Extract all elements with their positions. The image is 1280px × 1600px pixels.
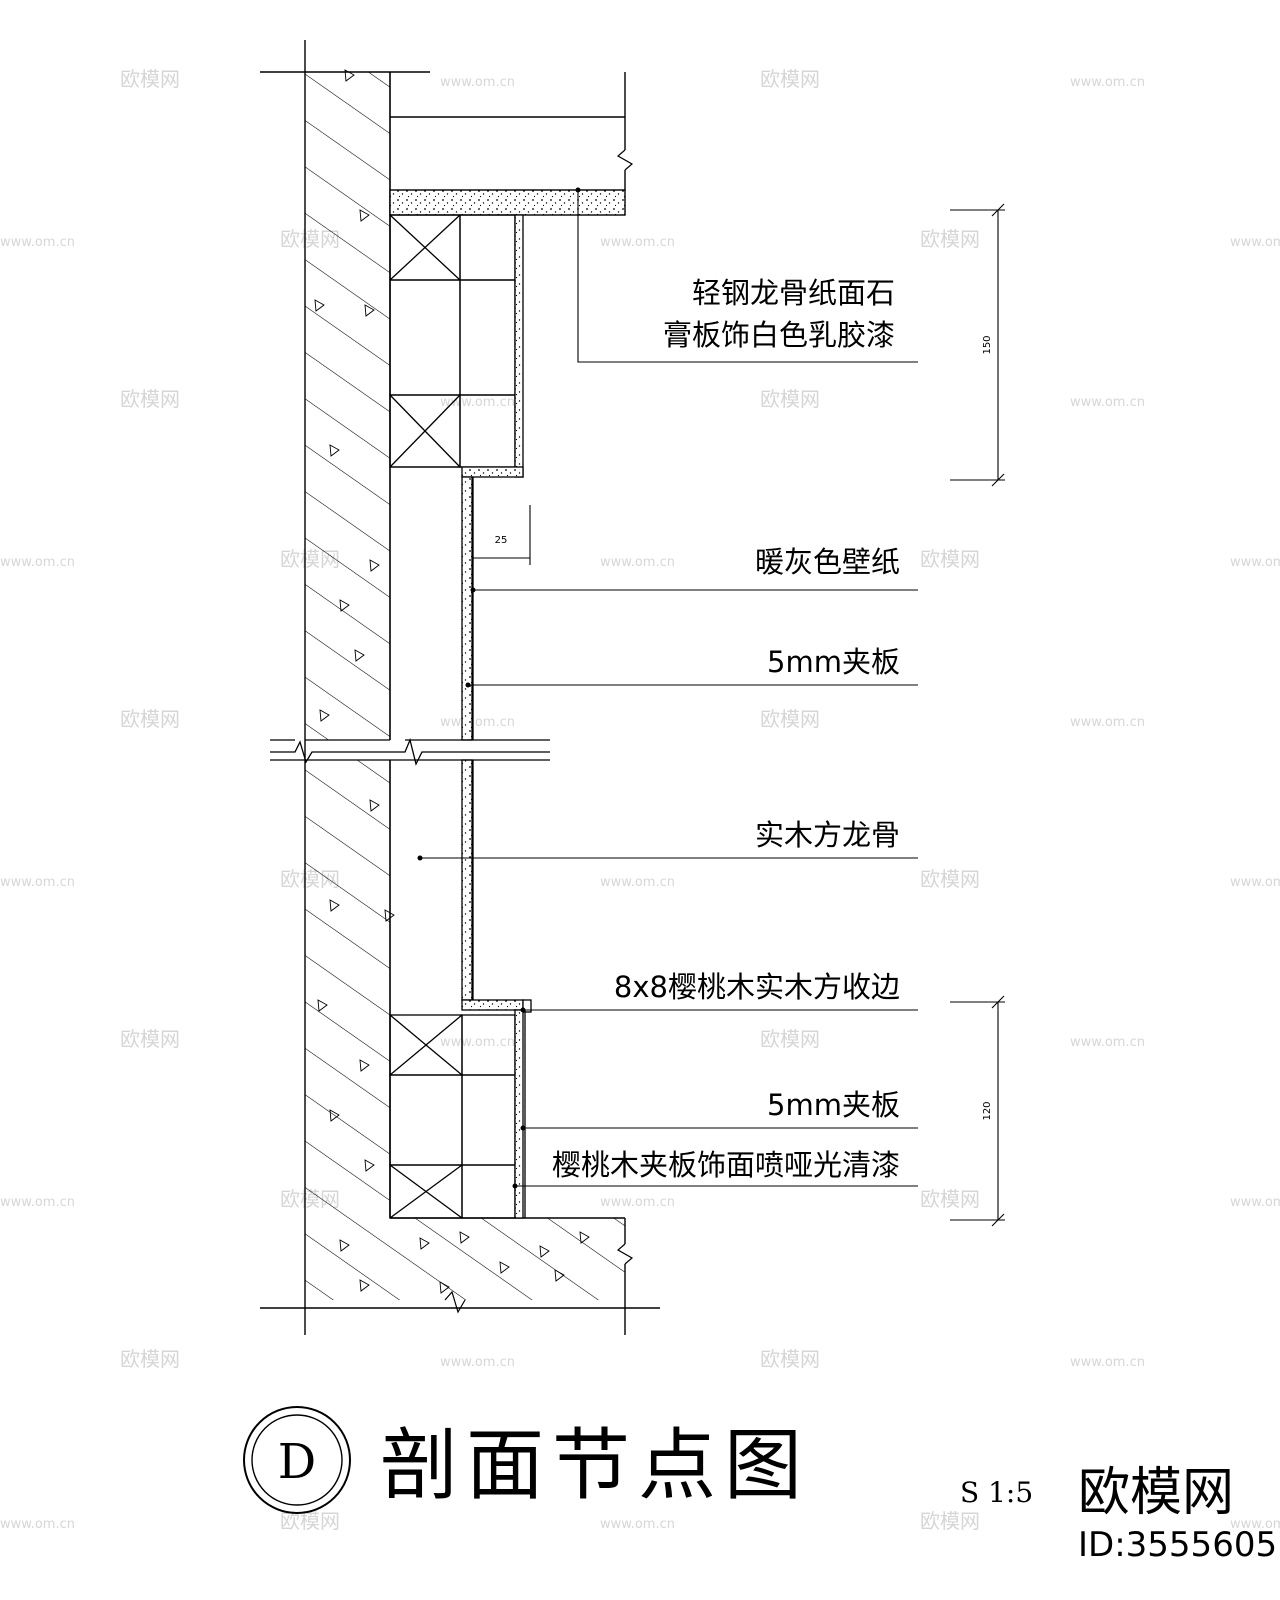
watermark-logo: 欧模网 (760, 67, 820, 91)
watermark-logo: 欧模网 (120, 1027, 180, 1051)
gypsum-ceiling-board (389, 189, 626, 216)
watermark-layer: 欧模网www.om.cn欧模网www.om.cnwww.om.cn欧模网www.… (0, 67, 1280, 1533)
watermark-logo: 欧模网 (120, 67, 180, 91)
aggregate-triangle (539, 1245, 550, 1258)
concrete-aggregate (314, 69, 590, 1294)
aggregate-triangle (319, 709, 330, 722)
ceiling-slab (260, 71, 634, 190)
watermark-url: www.om.cn (440, 1355, 515, 1370)
label-plywood-upper: 5mm夹板 (767, 645, 900, 679)
section-marker: D (243, 1406, 351, 1514)
watermark-url: www.om.cn (0, 555, 75, 570)
watermark-url: www.om.cn (1070, 1355, 1145, 1370)
aggregate-triangle (339, 599, 350, 612)
aggregate-triangle (369, 559, 380, 572)
watermark-url: www.om.cn (1070, 1035, 1145, 1050)
drawing-title: 剖面节点图 (380, 1421, 810, 1511)
watermark-url: www.om.cn (0, 235, 75, 250)
aggregate-triangle (359, 1059, 370, 1072)
watermark-url: www.om.cn (1230, 555, 1280, 570)
watermark-url: www.om.cn (600, 1195, 675, 1210)
watermark-logo: 欧模网 (760, 1347, 820, 1371)
drawing-scale: S 1:5 (960, 1476, 1033, 1509)
dimension-lower (950, 995, 1005, 1227)
watermark-url: www.om.cn (440, 395, 515, 410)
label-ceiling-line2: 膏板饰白色乳胶漆 (663, 318, 895, 352)
section-marker-letter: D (278, 1434, 316, 1490)
watermark-url: www.om.cn (1230, 875, 1280, 890)
aggregate-triangle (359, 209, 370, 222)
brand-id: ID:3555605 (1078, 1525, 1277, 1565)
aggregate-triangle (579, 1231, 590, 1244)
label-wallpaper: 暖灰色壁纸 (755, 545, 900, 579)
aggregate-triangle (354, 649, 365, 662)
watermark-url: www.om.cn (1230, 235, 1280, 250)
watermark-logo: 欧模网 (920, 867, 980, 891)
watermark-url: www.om.cn (600, 555, 675, 570)
aggregate-triangle (554, 1269, 565, 1282)
watermark-url: www.om.cn (1070, 75, 1145, 90)
wall-panel (390, 466, 474, 1001)
watermark-url: www.om.cn (1070, 395, 1145, 410)
dimension-upper-value: 150 (982, 335, 993, 354)
aggregate-triangle (419, 1237, 430, 1250)
watermark-url: www.om.cn (600, 875, 675, 890)
aggregate-triangle (359, 1279, 370, 1292)
watermark-logo: 欧模网 (920, 227, 980, 251)
aggregate-triangle (459, 1231, 470, 1244)
aggregate-triangle (369, 799, 380, 812)
aggregate-triangle (329, 444, 340, 457)
leader-dots (417, 187, 581, 1189)
watermark-logo: 欧模网 (120, 387, 180, 411)
dimension-lower-value: 120 (982, 1101, 993, 1120)
label-ceiling-line1: 轻钢龙骨纸面石 (692, 276, 895, 310)
aggregate-triangle (499, 1261, 510, 1274)
watermark-url: www.om.cn (600, 235, 675, 250)
watermark-url: www.om.cn (0, 1195, 75, 1210)
watermark-url: www.om.cn (1070, 715, 1145, 730)
leader-lines (420, 188, 918, 1187)
label-plywood-lower: 5mm夹板 (767, 1088, 900, 1122)
break-line (270, 737, 550, 766)
aggregate-triangle (364, 304, 375, 317)
aggregate-triangle (439, 1281, 450, 1294)
watermark-logo: 欧模网 (920, 1509, 980, 1533)
aggregate-triangle (329, 1109, 340, 1122)
lower-wood-blocking (389, 999, 532, 1219)
dimension-offset-value: 25 (495, 535, 508, 546)
label-finish: 樱桃木夹板饰面喷哑光清漆 (552, 1148, 900, 1182)
watermark-url: www.om.cn (1230, 1517, 1280, 1532)
watermark-logo: 欧模网 (920, 547, 980, 571)
brand-logo: 欧模网 (1078, 1463, 1234, 1523)
aggregate-triangle (317, 999, 328, 1012)
watermark-url: www.om.cn (1230, 1195, 1280, 1210)
watermark-logo: 欧模网 (760, 1027, 820, 1051)
watermark-url: www.om.cn (440, 1035, 515, 1050)
aggregate-triangle (339, 1239, 350, 1252)
watermark-logo: 欧模网 (760, 387, 820, 411)
watermark-url: www.om.cn (0, 1517, 75, 1532)
watermark-url: www.om.cn (440, 715, 515, 730)
watermark-logo: 欧模网 (760, 707, 820, 731)
aggregate-triangle (364, 1159, 375, 1172)
watermark-url: www.om.cn (440, 75, 515, 90)
watermark-logo: 欧模网 (920, 1187, 980, 1211)
aggregate-triangle (314, 299, 325, 312)
upper-wood-blocking (389, 214, 524, 478)
label-keel: 实木方龙骨 (755, 818, 900, 852)
watermark-url: www.om.cn (600, 1517, 675, 1532)
dimension-upper (950, 203, 1005, 487)
dimension-offset (472, 505, 531, 565)
aggregate-triangle (329, 899, 340, 912)
watermark-url: www.om.cn (0, 875, 75, 890)
watermark-logo: 欧模网 (120, 1347, 180, 1371)
label-edge-trim: 8x8樱桃木实木方收边 (614, 970, 900, 1004)
watermark-logo: 欧模网 (120, 707, 180, 731)
